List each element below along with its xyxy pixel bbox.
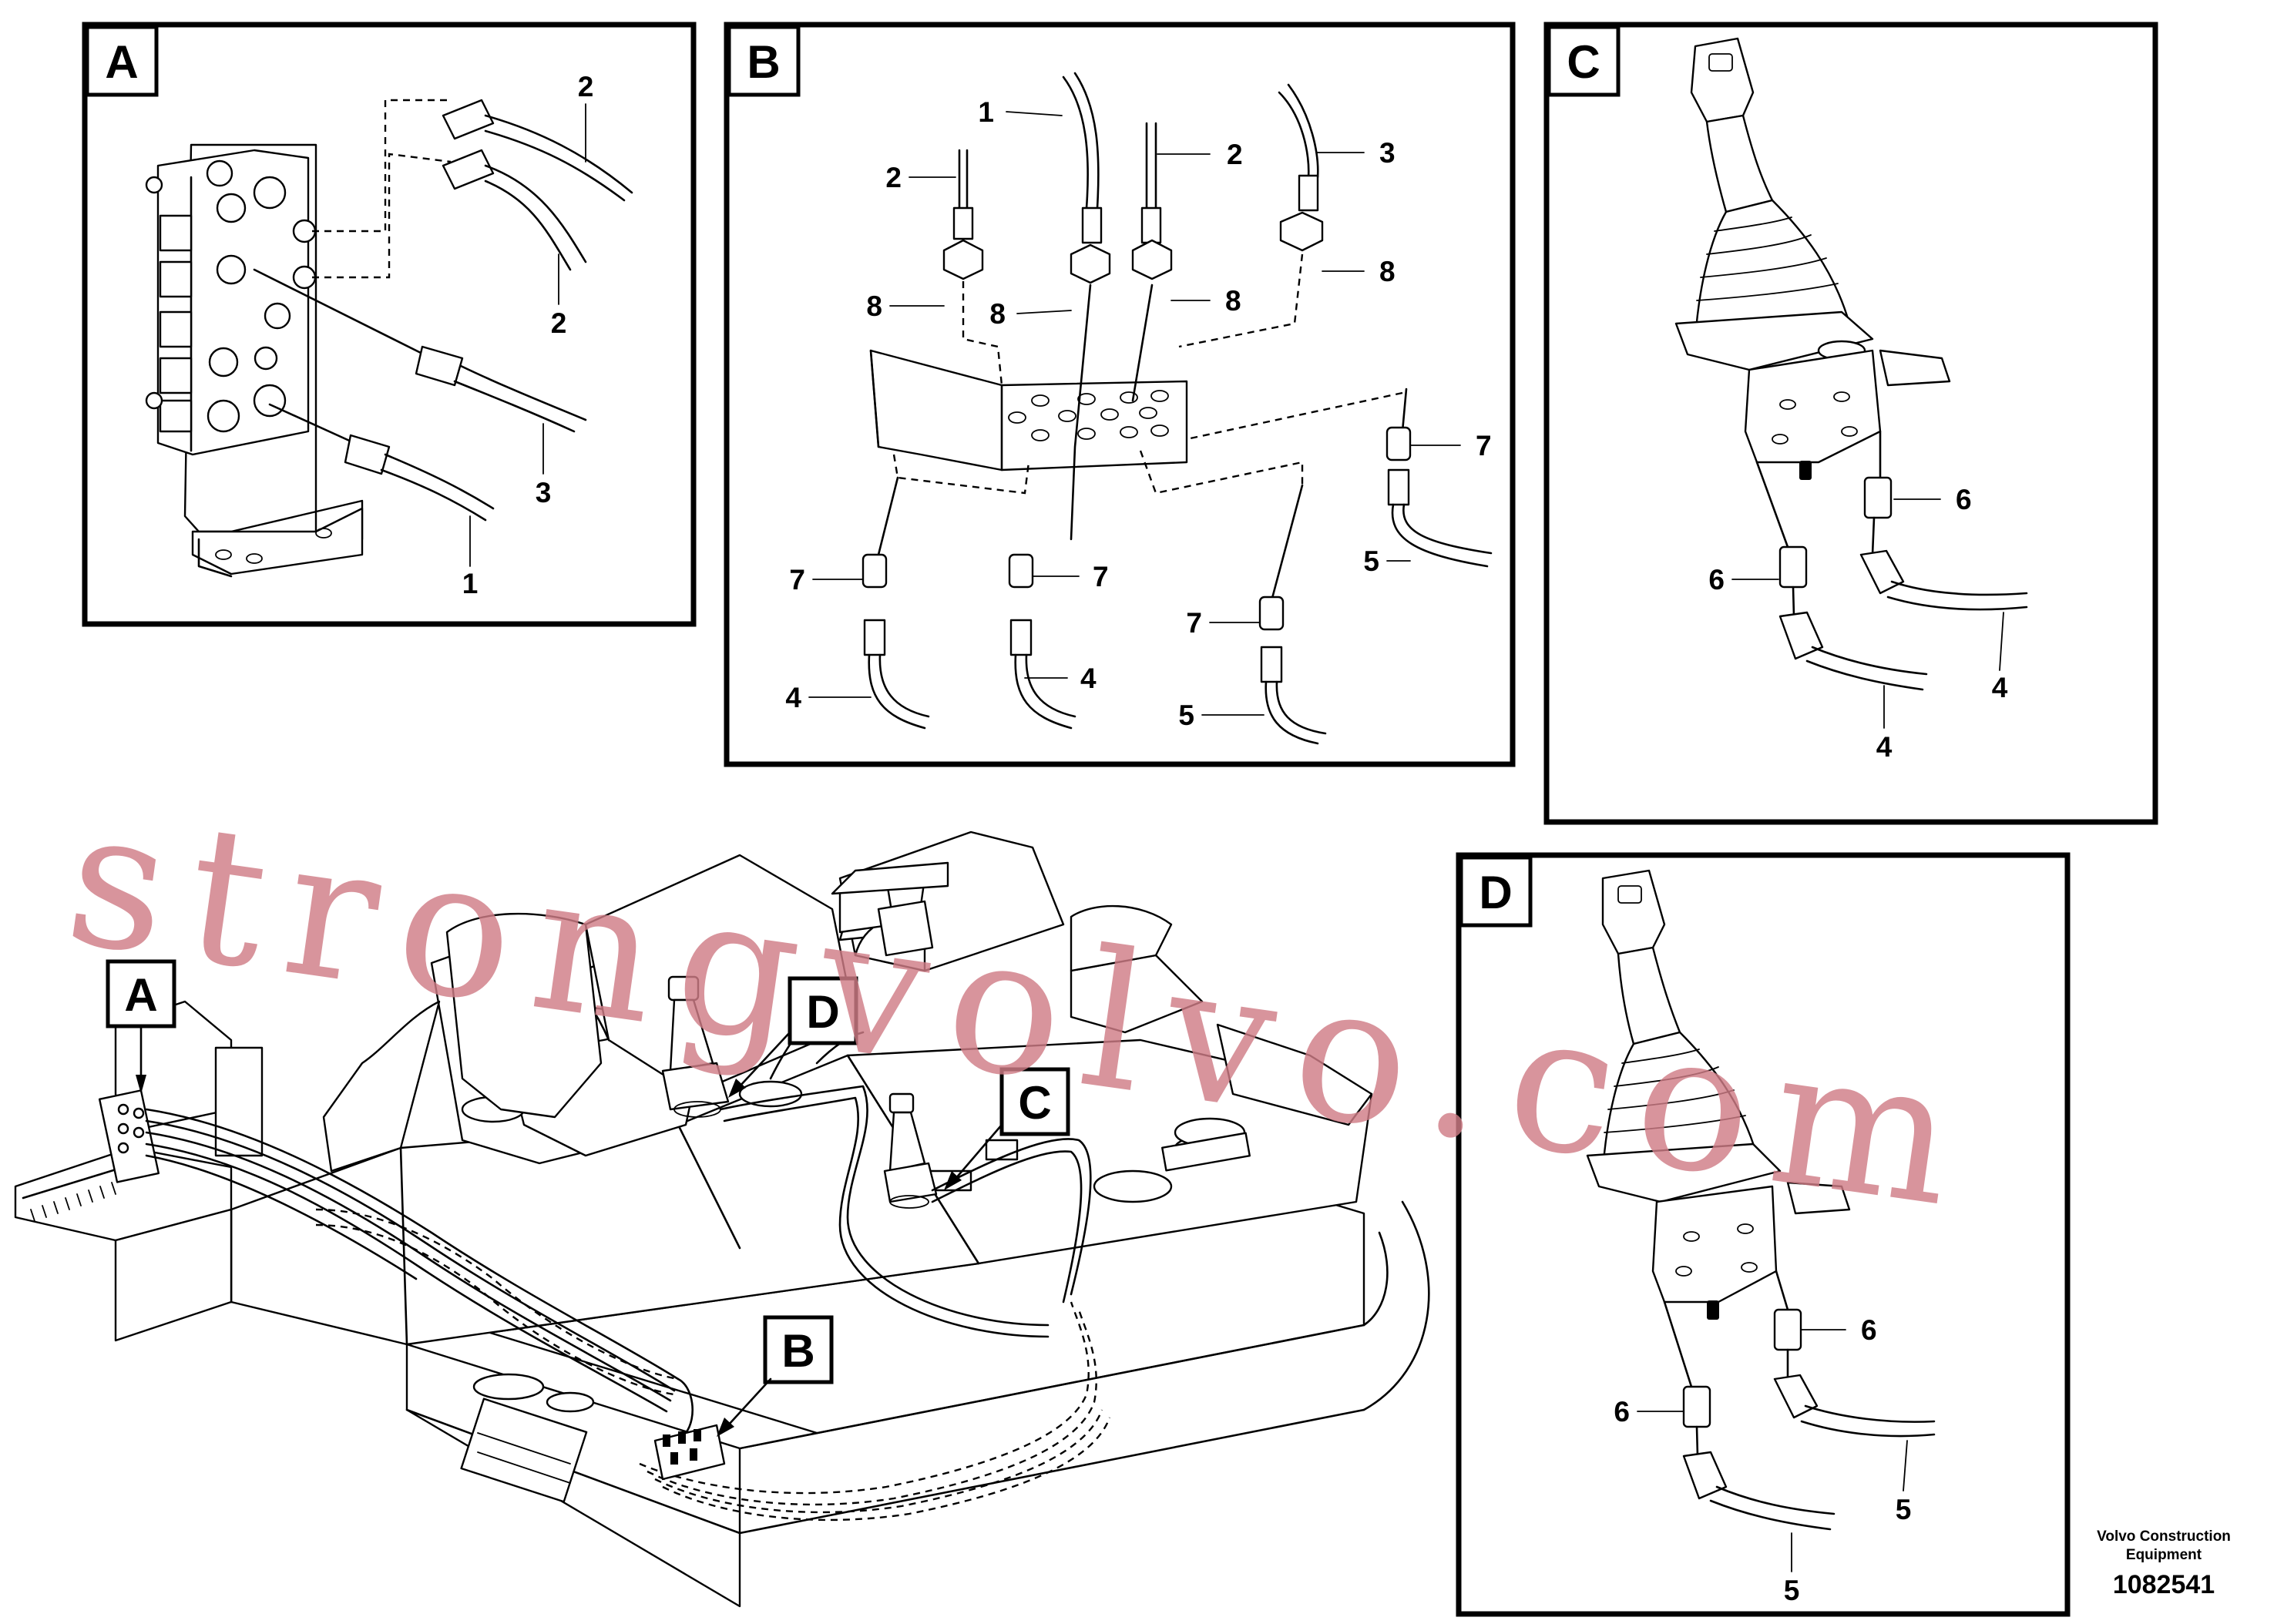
company-name-line1: Volvo Construction: [2097, 1528, 2231, 1545]
overview-hidden-hoses: [315, 1208, 1111, 1522]
document-number: 1082541: [2113, 1570, 2215, 1599]
panel-d-frame: [1456, 852, 2071, 1617]
overview-valve-a: [98, 1089, 160, 1183]
panel-b-letter: B: [747, 36, 780, 88]
overview-joystick-c: [883, 1092, 938, 1209]
valve-manifold: [145, 143, 364, 578]
joystick-d: [1586, 869, 1851, 1320]
panel-b-callouts: 1 2 2 3 8 8 8 8 7 7 7 7 4 4: [785, 96, 1491, 731]
callout-d-4: 5: [1784, 1575, 1800, 1606]
overview-label-b: B: [717, 1315, 834, 1437]
callout-c-2: 6: [1708, 564, 1725, 596]
panel-c-letter: C: [1567, 36, 1600, 88]
company-name-line2: Equipment: [2126, 1547, 2202, 1563]
detail-panel-b: B: [724, 22, 1516, 767]
svg-text:D: D: [806, 986, 839, 1038]
panel-a-letter: A: [105, 36, 138, 88]
panel-a-frame: [82, 22, 697, 627]
callout-b-1: 1: [978, 96, 994, 128]
callout-b-14: 4: [1080, 663, 1097, 694]
panel-d-letter: D: [1479, 867, 1512, 918]
panel-c-label-box: [1547, 25, 1621, 97]
callout-b-11: 7: [1186, 607, 1202, 639]
callout-b-15: 5: [1178, 700, 1194, 731]
callout-a-4: 1: [462, 568, 479, 599]
callout-a-3: 3: [536, 477, 552, 508]
callout-d-1: 6: [1861, 1314, 1877, 1346]
machine-overview: A D C B: [14, 830, 1430, 1608]
panel-b-lower-hoses: [862, 388, 1493, 745]
callout-b-13: 4: [785, 682, 801, 713]
panel-c-callouts: 6 6 4 4: [1708, 484, 2007, 763]
panel-c-frame: [1543, 22, 2158, 825]
panel-a-label-box: [85, 25, 159, 97]
callout-d-2: 6: [1614, 1396, 1630, 1428]
svg-text:C: C: [1018, 1077, 1051, 1129]
panel-a-callouts: 2 2 3 1: [462, 71, 594, 599]
callout-b-2: 2: [885, 162, 902, 193]
panel-b-frame: [724, 22, 1516, 767]
panel-d-callouts: 6 6 5 5: [1614, 1314, 1911, 1606]
callout-b-6: 8: [989, 298, 1006, 330]
panel-b-upper-hoses: [942, 72, 1324, 541]
footer: Volvo Construction Equipment 1082541: [2097, 1528, 2231, 1599]
bracket-plate: [869, 349, 1188, 471]
svg-text:A: A: [124, 969, 157, 1021]
callout-a-2: 2: [551, 307, 567, 339]
callout-d-3: 5: [1896, 1494, 1912, 1525]
overview-hoses: [145, 1015, 1092, 1434]
callout-b-3: 2: [1227, 139, 1243, 170]
detail-panel-a: A: [82, 22, 697, 627]
overview-label-a: A: [106, 959, 176, 1094]
overview-label-d: D: [728, 976, 858, 1098]
detail-panel-c: C: [1543, 22, 2158, 825]
callout-b-5: 8: [866, 290, 882, 322]
callout-b-8: 8: [1379, 256, 1396, 287]
panel-d-hoses: [1663, 1270, 1936, 1531]
callout-a-1: 2: [578, 71, 594, 102]
panel-d-label-box: [1459, 855, 1533, 928]
callout-b-12: 7: [1476, 430, 1492, 461]
callout-b-16: 5: [1363, 545, 1379, 577]
callout-c-1: 6: [1956, 484, 1972, 515]
overview-joystick-d: [661, 975, 730, 1118]
callout-b-9: 7: [789, 564, 805, 596]
panel-c-hoses: [1755, 430, 2028, 691]
joystick-c: [1674, 37, 1951, 480]
svg-text:B: B: [781, 1325, 814, 1377]
callout-b-7: 8: [1225, 285, 1241, 317]
callout-b-4: 3: [1379, 137, 1396, 169]
callout-b-10: 7: [1093, 561, 1109, 592]
detail-panel-d: D: [1456, 852, 2071, 1617]
overview-label-c: C: [944, 1067, 1070, 1190]
panel-a-hoses: [253, 99, 633, 522]
callout-c-4: 4: [1876, 731, 1893, 763]
overview-bracket-b: [653, 1424, 726, 1481]
panel-b-label-box: [727, 25, 801, 97]
callout-c-3: 4: [1992, 672, 2008, 703]
